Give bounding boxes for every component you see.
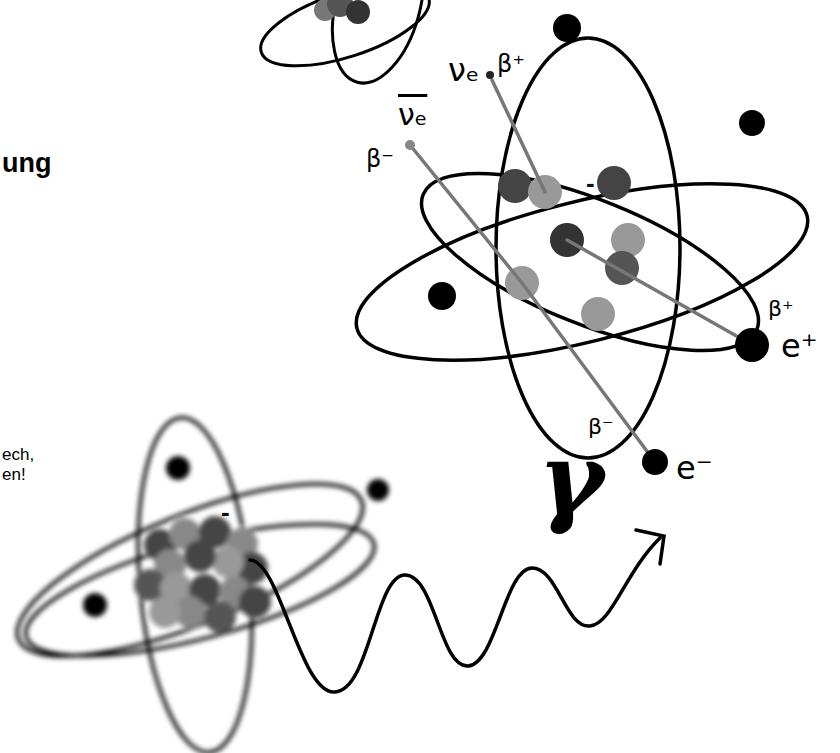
neutrino-track [492, 80, 545, 192]
heading-fragment: ung [2, 150, 51, 177]
beta-plus-label: β⁺ [768, 298, 794, 320]
electron [166, 456, 190, 480]
antineutrino-symbol: νₑ [398, 100, 427, 130]
electron [367, 479, 389, 501]
nucleon [597, 166, 631, 200]
antineutrino-track [410, 145, 522, 283]
orbit [14, 497, 387, 683]
nucleon [149, 596, 181, 628]
nucleon [204, 601, 236, 633]
nucleon [611, 223, 645, 257]
positron-symbol: e⁺ [781, 330, 818, 362]
orbit [496, 38, 680, 458]
orbit [317, 0, 440, 93]
electron [739, 110, 765, 136]
electron [428, 282, 456, 310]
nucleon [184, 540, 216, 572]
gamma-arrowhead [636, 530, 664, 564]
electron-symbol: e⁻ [676, 452, 713, 484]
nucleon [239, 586, 271, 618]
positron-track [567, 240, 740, 338]
text-fragment: ech, [2, 446, 34, 463]
gamma-wave [250, 538, 660, 692]
charge-sign: - [586, 170, 595, 196]
orbit [126, 413, 265, 753]
atom-decay [340, 14, 824, 475]
beta-minus-label: β⁻ [366, 147, 394, 171]
atom-top-left [251, 0, 439, 93]
electron-dot [642, 449, 668, 475]
nucleon [346, 0, 370, 24]
electron [553, 14, 581, 42]
atom-excited [0, 413, 389, 753]
nucleon [581, 297, 615, 331]
electron [83, 593, 107, 617]
gamma-symbol: γ [538, 428, 604, 528]
neutrino-symbol: νₑ [448, 54, 479, 86]
orbit [340, 148, 824, 396]
nucleus [134, 516, 271, 633]
beta-plus-label: β⁺ [497, 52, 525, 76]
positron-dot [735, 328, 769, 362]
charge-sign: - [221, 499, 230, 525]
antineutrino-dot [405, 140, 415, 150]
nucleon [212, 546, 244, 578]
text-fragment: en! [2, 466, 26, 483]
nucleon [498, 169, 532, 203]
orbit [400, 137, 780, 387]
neutrino-dot [486, 71, 494, 79]
